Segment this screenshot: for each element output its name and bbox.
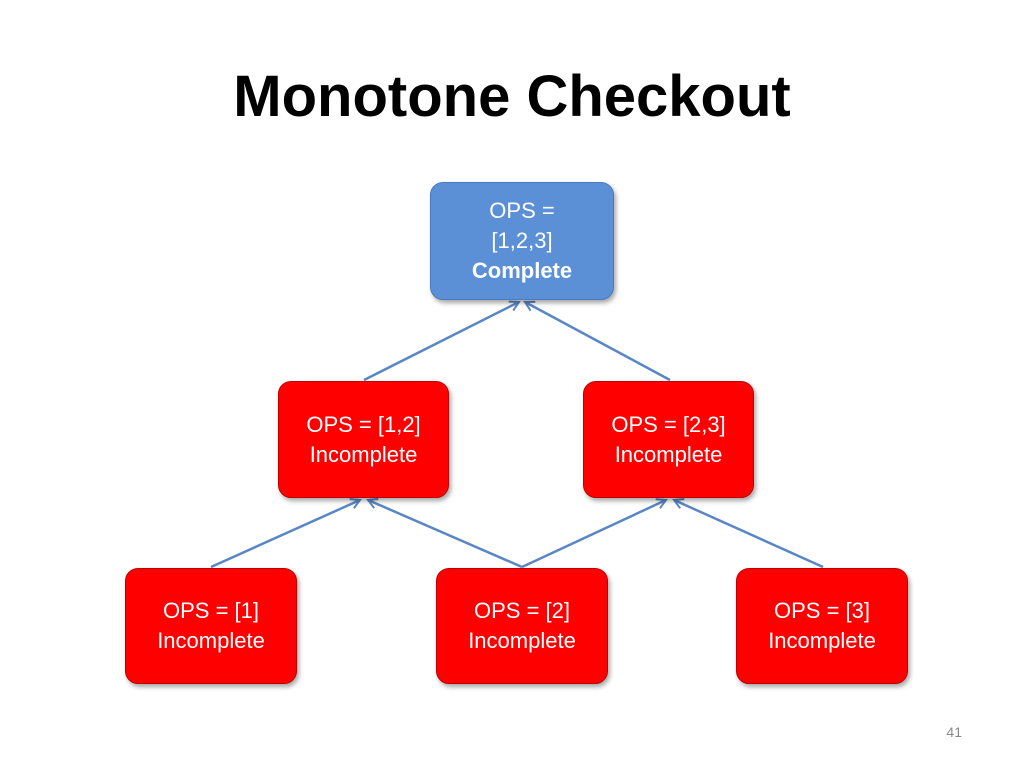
node-status-incomplete: Incomplete (614, 441, 723, 467)
node-ops-3: OPS = [3] Incomplete (736, 568, 908, 684)
node-status-incomplete: Incomplete (468, 628, 576, 653)
edge-midleft-to-top (363, 302, 519, 382)
edge-b2-to-midleft (368, 500, 523, 569)
node-ops-2: OPS = [2] Incomplete (436, 568, 608, 684)
node-ops-label-line1: OPS = (489, 198, 555, 223)
node-ops-2-3: OPS = [2,3] Incomplete (583, 381, 754, 498)
node-ops-1: OPS = [1] Incomplete (125, 568, 297, 684)
slide-title: Monotone Checkout (233, 64, 791, 129)
node-ops-label: OPS = [2,3] (611, 411, 726, 437)
node-ops-label: OPS = [3] (774, 598, 870, 623)
edge-b2-to-midright (521, 500, 666, 569)
node-status-complete: Complete (471, 258, 573, 283)
node-ops-label: OPS = [1,2] (306, 411, 421, 437)
node-ops-label: OPS = [2] (474, 598, 570, 623)
node-ops-label: OPS = [1] (163, 598, 259, 623)
edge-b3-to-midright (674, 500, 824, 569)
node-status-incomplete: Incomplete (309, 441, 418, 467)
page-number: 41 (946, 724, 962, 740)
node-status-incomplete: Incomplete (157, 628, 265, 653)
node-ops-1-2-3: OPS = [1,2,3] Complete (430, 182, 614, 300)
node-status-incomplete: Incomplete (768, 628, 876, 653)
node-ops-label-line2: [1,2,3] (491, 228, 553, 253)
edge-b1-to-midleft (210, 500, 360, 569)
node-ops-1-2: OPS = [1,2] Incomplete (278, 381, 449, 498)
edge-midright-to-top (525, 302, 671, 382)
